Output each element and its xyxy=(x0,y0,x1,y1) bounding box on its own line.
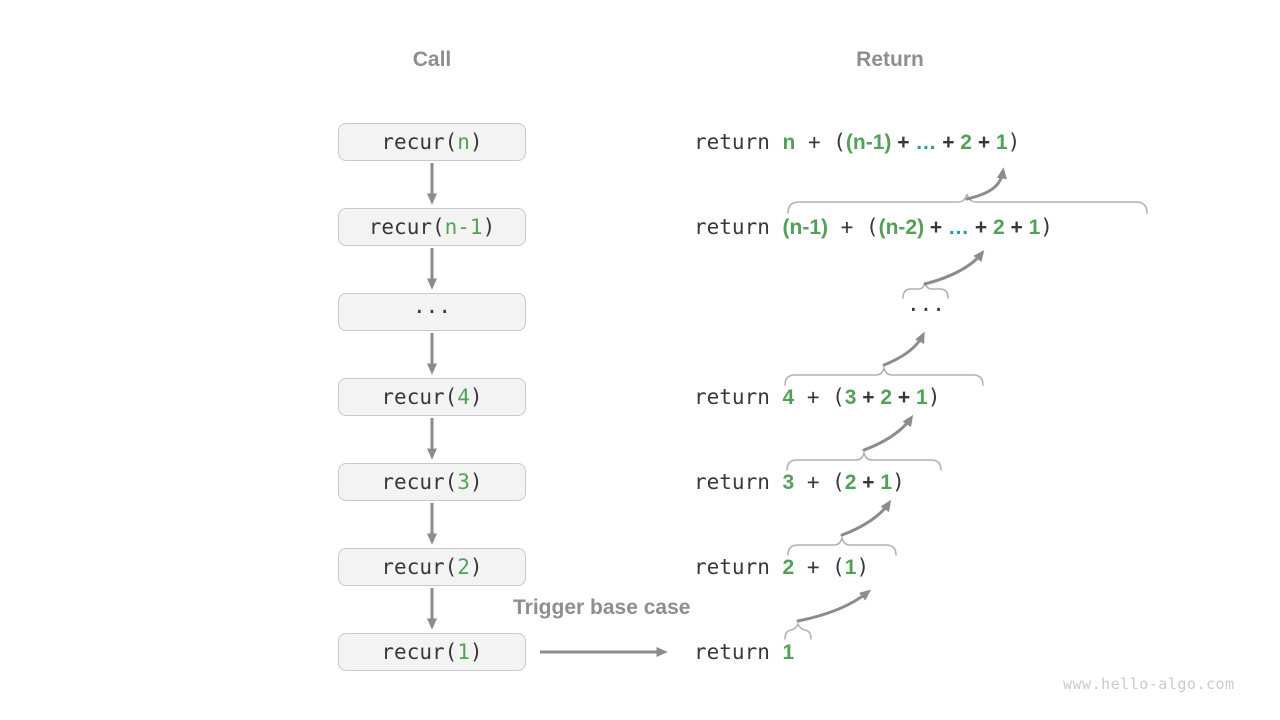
code-segment: 1 xyxy=(1028,216,1041,239)
code-segment: + ( xyxy=(795,130,846,154)
code-segment: ) xyxy=(469,640,483,664)
code-segment: + xyxy=(936,131,961,154)
return-row-ellipsis: ··· xyxy=(907,298,945,322)
overbrace-row-n-1 xyxy=(787,193,1148,214)
watermark-url: www.hello-algo.com xyxy=(1063,675,1235,693)
overbrace-row-2 xyxy=(787,535,897,556)
code-segment: 1 xyxy=(782,641,795,664)
code-segment: 1 xyxy=(916,386,928,409)
code-segment: + ( xyxy=(794,385,845,409)
call-box-recur-1: recur(1) xyxy=(338,633,526,671)
return-arrow-to-row-2 xyxy=(796,589,871,623)
code-segment: return xyxy=(694,215,783,239)
code-segment: ) xyxy=(482,215,496,239)
code-segment: 2 xyxy=(782,556,795,579)
code-segment: 1 xyxy=(995,131,1008,154)
code-segment: ) xyxy=(469,385,483,409)
code-segment: recur( xyxy=(381,470,458,494)
code-segment: ) xyxy=(469,130,483,154)
code-segment: ) xyxy=(892,470,905,494)
call-column-header: Call xyxy=(412,48,452,71)
call-box-recur-3: recur(3) xyxy=(338,463,526,501)
code-segment: + xyxy=(891,131,916,154)
code-segment: recur( xyxy=(381,385,458,409)
code-segment: + xyxy=(856,471,881,494)
code-segment: + xyxy=(856,386,881,409)
return-row-n: return n + ((n-1) + … + 2 + 1) xyxy=(694,128,1020,156)
code-segment: 3 xyxy=(457,470,470,494)
code-segment: (n-2) xyxy=(878,216,925,239)
code-segment: 4 xyxy=(457,385,470,409)
code-segment: 2 xyxy=(992,216,1005,239)
code-segment: 2 xyxy=(880,386,893,409)
code-segment: + xyxy=(969,216,993,239)
code-segment: 2 xyxy=(960,131,972,154)
code-segment: … xyxy=(915,131,937,154)
code-segment: 2 xyxy=(457,555,470,579)
call-box-recur-n: recur(n) xyxy=(338,123,526,161)
return-arrow-to-row-ellipsis xyxy=(882,331,925,367)
code-segment: + xyxy=(924,216,949,239)
code-segment: (n-1) xyxy=(782,216,829,239)
return-row-3: return 3 + (2 + 1) xyxy=(694,468,905,496)
code-segment: (n-1) xyxy=(845,131,892,154)
code-segment: recur( xyxy=(381,130,458,154)
code-segment: recur( xyxy=(368,215,445,239)
return-row-n-1: return (n-1) + ((n-2) + … + 2 + 1) xyxy=(694,213,1053,241)
code-segment: ) xyxy=(469,555,483,579)
code-segment: 1 xyxy=(844,556,857,579)
return-row-4: return 4 + (3 + 2 + 1) xyxy=(694,383,940,411)
code-segment: + xyxy=(892,386,917,409)
code-segment: + ( xyxy=(794,470,845,494)
code-segment: + ( xyxy=(794,555,845,579)
code-segment: 3 xyxy=(782,471,795,494)
code-segment: + xyxy=(1004,216,1029,239)
code-segment: n xyxy=(782,131,796,154)
return-column-header: Return xyxy=(856,48,924,71)
code-segment: recur( xyxy=(381,640,458,664)
code-segment: ··· xyxy=(413,300,451,324)
code-segment: ) xyxy=(469,470,483,494)
code-segment: n xyxy=(457,130,470,154)
code-segment: return xyxy=(694,130,783,154)
call-box-recur-4: recur(4) xyxy=(338,378,526,416)
code-segment: 1 xyxy=(880,471,893,494)
code-segment: return xyxy=(694,555,783,579)
return-row-1: return 1 xyxy=(694,638,794,666)
code-segment: + ( xyxy=(828,215,879,239)
overbrace-row-3 xyxy=(786,450,942,471)
code-segment: n-1 xyxy=(444,215,483,239)
code-segment: return xyxy=(694,470,783,494)
code-segment: 2 xyxy=(844,471,857,494)
code-segment: 4 xyxy=(782,386,795,409)
overbrace-row-ellipsis xyxy=(902,281,949,299)
return-arrow-to-row-n xyxy=(965,167,1007,201)
code-segment: return xyxy=(694,385,783,409)
code-segment: + xyxy=(971,131,996,154)
return-row-2: return 2 + (1) xyxy=(694,553,869,581)
code-segment: ) xyxy=(927,385,941,409)
return-arrow-to-row-n-1 xyxy=(923,250,985,286)
call-box-recur-n-1: recur(n-1) xyxy=(338,208,526,246)
code-segment: ) xyxy=(1040,215,1053,239)
code-segment: ) xyxy=(856,555,870,579)
code-segment: 1 xyxy=(457,640,470,664)
call-box-ellipsis: ··· xyxy=(338,293,526,331)
code-segment: return xyxy=(694,640,783,664)
code-segment: ) xyxy=(1007,130,1021,154)
code-segment: 3 xyxy=(844,386,857,409)
code-segment: recur( xyxy=(381,555,458,579)
return-arrow-to-row-3 xyxy=(840,499,892,537)
overbrace-row-4 xyxy=(784,365,984,386)
return-arrow-to-row-4 xyxy=(862,414,914,452)
overbrace-row-1 xyxy=(784,621,812,640)
trigger-base-case-label: Trigger base case xyxy=(513,596,691,619)
call-box-recur-2: recur(2) xyxy=(338,548,526,586)
code-segment: … xyxy=(948,216,970,239)
